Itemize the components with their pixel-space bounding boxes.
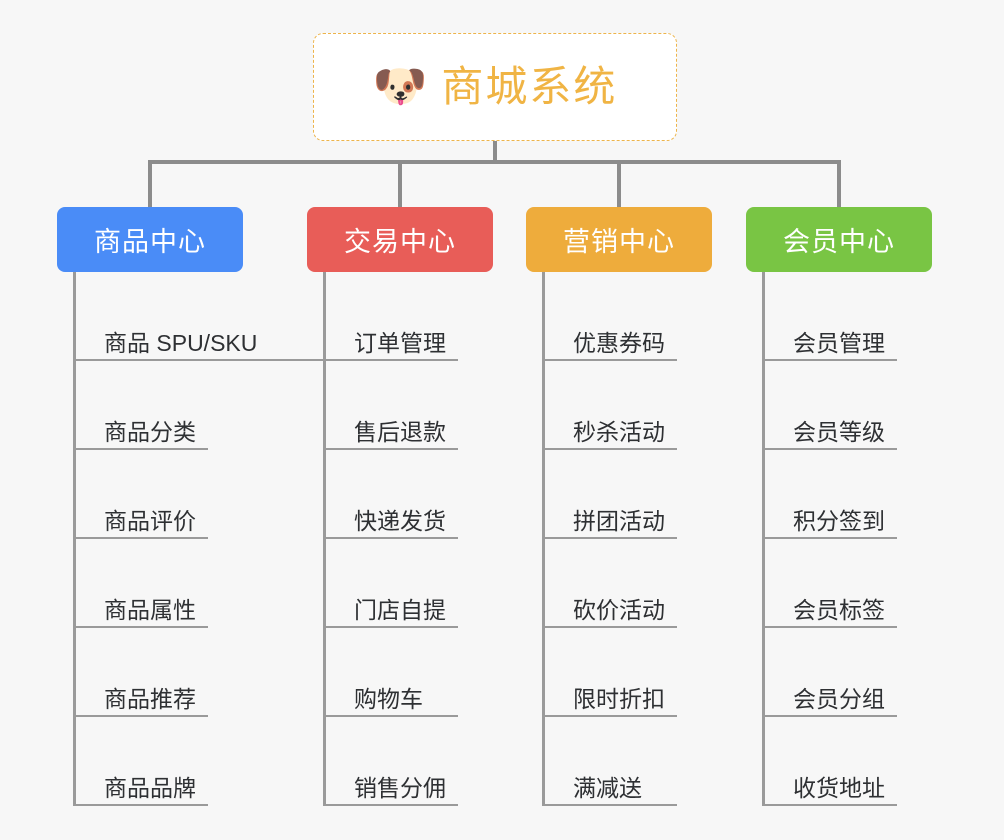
leaf-item[interactable]: 收货地址 [747,717,963,806]
leaf-item-label: 会员分组 [793,685,885,712]
leaf-trunk-line-marketing-center [542,272,545,806]
leaf-item[interactable]: 商品推荐 [58,628,274,717]
leaf-item[interactable]: 会员分组 [747,628,963,717]
leaf-item[interactable]: 订单管理 [308,272,524,361]
category-label-product-center: 商品中心 [94,227,206,257]
category-box-product-center[interactable]: 商品中心 [57,207,243,272]
leaf-item[interactable]: 会员管理 [747,272,963,361]
leaf-item[interactable]: 会员等级 [747,361,963,450]
leaf-item-label: 拼团活动 [573,507,665,534]
leaf-column-member-center: 会员管理会员等级积分签到会员标签会员分组收货地址 [747,272,963,806]
leaf-item[interactable]: 秒杀活动 [527,361,743,450]
leaf-column-marketing-center: 优惠券码秒杀活动拼团活动砍价活动限时折扣满减送 [527,272,743,806]
root-node-mall-system[interactable]: 🐶 商城系统 [313,33,677,141]
leaf-item-label: 会员标签 [793,596,885,623]
leaf-column-product-center: 商品 SPU/SKU 商品分类商品评价商品属性商品推荐商品品牌 [58,272,325,806]
leaf-item-underline [762,537,897,539]
leaf-item[interactable]: 快递发货 [308,450,524,539]
connector-drop-product-center [148,160,152,207]
leaf-item-underline [542,626,677,628]
leaf-item-underline [542,448,677,450]
leaf-trunk-line-member-center [762,272,765,806]
leaf-item[interactable]: 购物车 [308,628,524,717]
leaf-item[interactable]: 商品评价 [58,450,274,539]
leaf-column-trade-center: 订单管理售后退款快递发货门店自提购物车销售分佣 [308,272,524,806]
leaf-item-underline [73,448,208,450]
leaf-item[interactable]: 限时折扣 [527,628,743,717]
leaf-item-underline [323,359,458,361]
leaf-item-label: 商品分类 [104,418,196,445]
leaf-item-label: 商品品牌 [104,774,196,801]
connector-drop-member-center [837,160,841,207]
leaf-item-label: 商品推荐 [104,685,196,712]
leaf-item-underline [762,626,897,628]
leaf-item-underline [762,448,897,450]
category-box-marketing-center[interactable]: 营销中心 [526,207,712,272]
leaf-item[interactable]: 售后退款 [308,361,524,450]
leaf-item[interactable]: 商品品牌 [58,717,274,806]
leaf-item-underline [762,715,897,717]
shiba-inu-face-icon: 🐶 [372,62,428,111]
category-box-trade-center[interactable]: 交易中心 [307,207,493,272]
leaf-item-label: 售后退款 [354,418,446,445]
leaf-item-underline [762,804,897,806]
leaf-item-label: 购物车 [354,685,423,712]
leaf-item[interactable]: 销售分佣 [308,717,524,806]
leaf-item[interactable]: 商品属性 [58,539,274,628]
connector-drop-trade-center [398,160,402,207]
leaf-item[interactable]: 门店自提 [308,539,524,628]
leaf-item-underline [542,804,677,806]
leaf-item-underline [323,448,458,450]
connector-root-stem [493,141,497,163]
leaf-item[interactable]: 商品 SPU/SKU [58,272,325,361]
leaf-item-label: 会员等级 [793,418,885,445]
connector-horizontal-bus [149,160,837,164]
leaf-item[interactable]: 优惠券码 [527,272,743,361]
leaf-item-underline [542,715,677,717]
leaf-item-label: 收货地址 [793,774,885,801]
leaf-item-underline [542,537,677,539]
leaf-item-label: 商品属性 [104,596,196,623]
category-label-member-center: 会员中心 [783,227,895,257]
category-label-trade-center: 交易中心 [344,227,456,257]
leaf-item[interactable]: 商品分类 [58,361,274,450]
leaf-item[interactable]: 拼团活动 [527,450,743,539]
leaf-item-label: 会员管理 [793,329,885,356]
leaf-item-label: 商品评价 [104,507,196,534]
leaf-item-label: 快递发货 [354,507,446,534]
leaf-item-underline [323,715,458,717]
leaf-item-underline [323,626,458,628]
leaf-item-underline [323,537,458,539]
leaf-item-underline [73,359,325,361]
leaf-item-label: 门店自提 [354,596,446,623]
category-label-marketing-center: 营销中心 [563,227,675,257]
leaf-item-label: 砍价活动 [573,596,665,623]
leaf-item-underline [762,359,897,361]
leaf-item-label: 限时折扣 [573,685,665,712]
leaf-item-underline [542,359,677,361]
root-node-title: 商城系统 [441,63,618,110]
leaf-item-underline [73,715,208,717]
leaf-item[interactable]: 会员标签 [747,539,963,628]
leaf-item[interactable]: 砍价活动 [527,539,743,628]
leaf-item-underline [73,804,208,806]
leaf-trunk-line-trade-center [323,272,326,806]
leaf-item[interactable]: 积分签到 [747,450,963,539]
leaf-item-label: 订单管理 [354,329,446,356]
leaf-item-underline [323,804,458,806]
leaf-item-underline [73,537,208,539]
leaf-item-label: 优惠券码 [573,329,665,356]
category-box-member-center[interactable]: 会员中心 [746,207,932,272]
leaf-item[interactable]: 满减送 [527,717,743,806]
leaf-item-label: 满减送 [573,774,642,801]
leaf-item-label: 销售分佣 [354,774,446,801]
connector-drop-marketing-center [617,160,621,207]
leaf-item-label: 积分签到 [793,507,885,534]
leaf-item-label: 商品 SPU/SKU [104,329,258,356]
leaf-trunk-line-product-center [73,272,76,806]
leaf-item-underline [73,626,208,628]
leaf-item-label: 秒杀活动 [573,418,665,445]
